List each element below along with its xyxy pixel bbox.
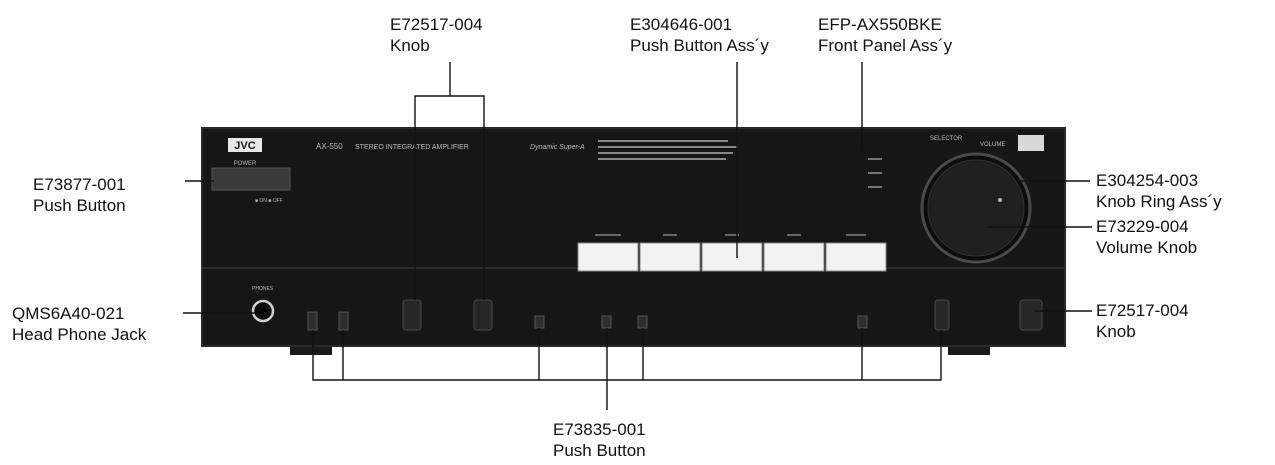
speaker-button-1[interactable]	[307, 311, 318, 331]
tone-button[interactable]	[534, 315, 545, 329]
power-status-label: ■ ON ■ OFF	[255, 198, 283, 204]
power-button[interactable]	[211, 167, 291, 191]
phones-label: PHONES	[252, 286, 274, 292]
callout-push-button-assy: E304646-001 Push Button Ass´y	[630, 14, 769, 56]
front-panel	[201, 127, 1066, 347]
callout-knob-ring: E304254-003 Knob Ring Ass´y	[1096, 170, 1222, 212]
callout-headphone-jack-part: QMS6A40-021	[12, 304, 125, 323]
selector-label: SELECTOR	[930, 136, 963, 142]
callout-knob-ring-part: E304254-003	[1096, 171, 1199, 190]
callout-power-button: E73877-001 Push Button	[33, 174, 126, 216]
headphone-jack-hole	[259, 307, 267, 315]
title-label: STEREO INTEGRATED AMPLIFIER	[355, 144, 469, 151]
selector-button-4[interactable]	[763, 242, 825, 272]
selector-button-1[interactable]	[577, 242, 639, 272]
treble-knob[interactable]	[473, 299, 493, 331]
indicator-lights	[868, 158, 882, 188]
badge	[1018, 135, 1044, 151]
callout-knob-top-desc: Knob	[390, 36, 430, 55]
volume-knob-dot	[998, 198, 1002, 202]
feature-text	[598, 140, 738, 160]
volume-label: VOLUME	[980, 142, 1005, 148]
loudness-knob[interactable]	[934, 299, 950, 331]
volume-knob[interactable]	[927, 159, 1025, 257]
left-foot	[290, 345, 332, 355]
tape-monitor-button[interactable]	[601, 315, 612, 329]
callout-knob-right-desc: Knob	[1096, 322, 1136, 341]
callout-volume-knob-desc: Volume Knob	[1096, 238, 1198, 257]
callout-push-button-bottom: E73835-001 Push Button	[553, 419, 646, 461]
logo-box	[228, 138, 262, 152]
selector-button-2[interactable]	[639, 242, 701, 272]
callout-knob-ring-desc: Knob Ring Ass´y	[1096, 192, 1222, 211]
callout-knob-right-part: E72517-004	[1096, 301, 1189, 320]
brand-logo: JVC	[234, 140, 255, 152]
selector-button-5[interactable]	[825, 242, 887, 272]
mode-button[interactable]	[637, 315, 648, 329]
leader-lines	[183, 62, 1092, 410]
model-label: AX-550	[316, 142, 343, 151]
callout-push-button-assy-desc: Push Button Ass´y	[630, 36, 769, 55]
callout-volume-knob: E73229-004 Volume Knob	[1096, 216, 1197, 258]
dynamic-label: Dynamic Super-A	[530, 144, 585, 151]
callout-volume-knob-part: E73229-004	[1096, 217, 1189, 236]
callout-push-button-bottom-part: E73835-001	[553, 420, 646, 439]
callout-front-panel-part: EFP-AX550BKE	[818, 15, 942, 34]
callout-power-button-part: E73877-001	[33, 175, 126, 194]
input-selector-buttons	[577, 242, 887, 272]
rotary-knobs	[402, 299, 1043, 331]
callout-knob-top: E72517-004 Knob	[390, 14, 483, 56]
callout-push-button-assy-part: E304646-001	[630, 15, 733, 34]
lower-push-buttons	[307, 311, 868, 331]
callout-headphone-jack-desc: Head Phone Jack	[12, 325, 147, 344]
callout-push-button-bottom-desc: Push Button	[553, 441, 646, 460]
power-label: POWER	[234, 161, 257, 167]
callout-front-panel-desc: Front Panel Ass´y	[818, 36, 953, 55]
callout-headphone-jack: QMS6A40-021 Head Phone Jack	[12, 303, 146, 345]
right-foot	[948, 345, 990, 355]
speaker-button-2[interactable]	[338, 311, 349, 331]
callout-power-button-desc: Push Button	[33, 196, 126, 215]
bass-knob[interactable]	[402, 299, 422, 331]
callout-knob-top-part: E72517-004	[390, 15, 483, 34]
callout-front-panel: EFP-AX550BKE Front Panel Ass´y	[818, 14, 952, 56]
callout-knob-right: E72517-004 Knob	[1096, 300, 1189, 342]
selector-button-labels	[595, 234, 866, 236]
balance-knob[interactable]	[1019, 299, 1043, 331]
super-a-button[interactable]	[857, 315, 868, 329]
selector-button-3[interactable]	[701, 242, 763, 272]
